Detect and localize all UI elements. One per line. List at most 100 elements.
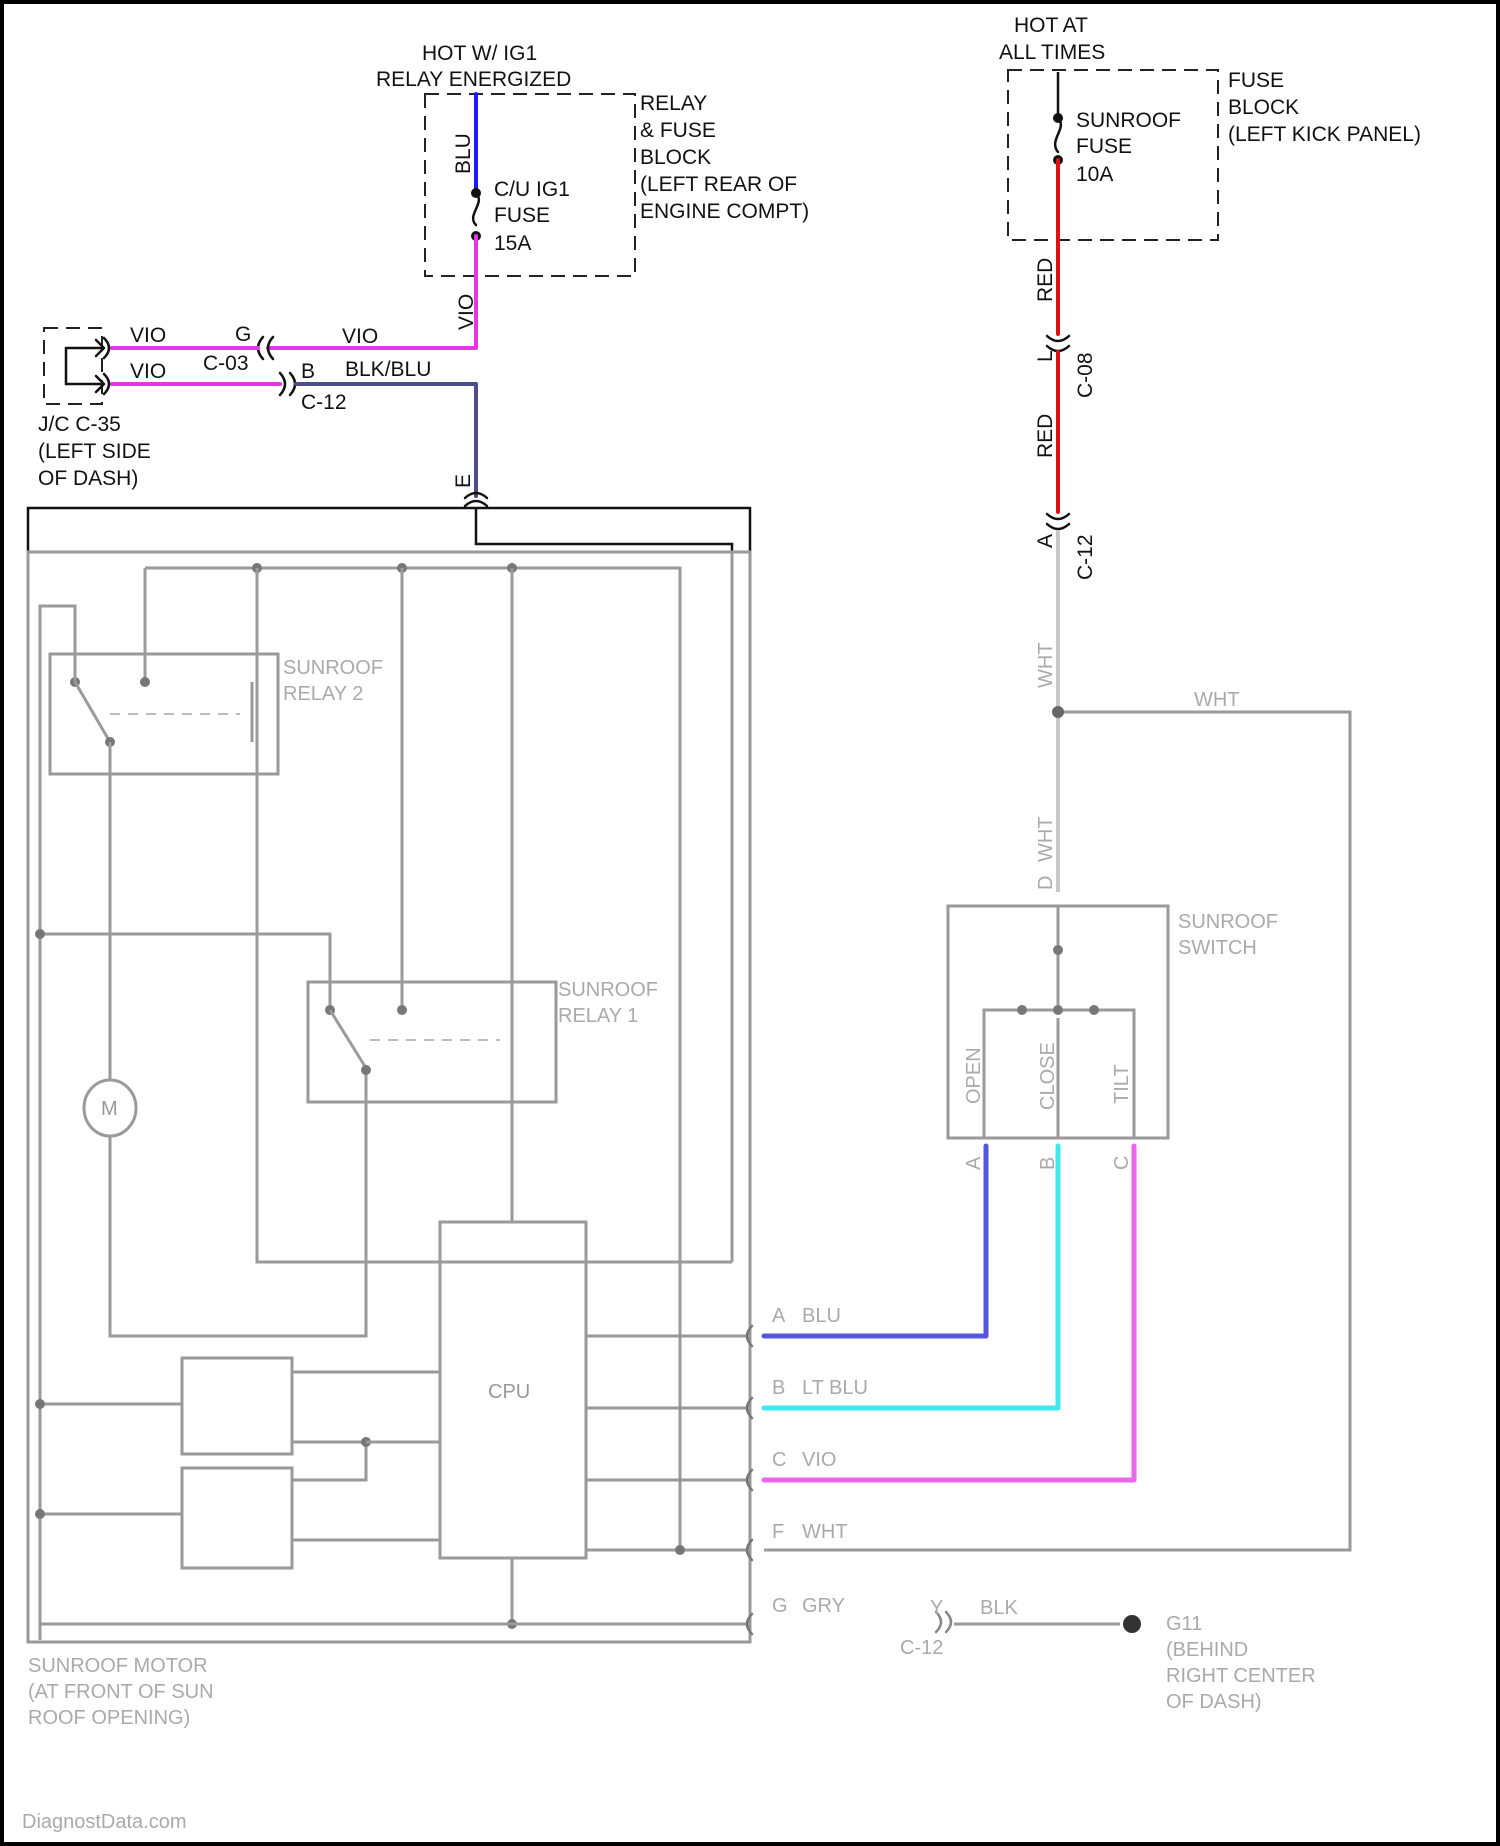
motor-label-1: SUNROOF MOTOR <box>28 1655 208 1677</box>
junction-connector-c35-box <box>44 328 102 404</box>
relay-1-nc-line <box>40 934 330 1008</box>
fuse-cu-ig1-label-3: 15A <box>494 232 531 255</box>
connector-c12-right-label: C-12 <box>1074 534 1097 580</box>
ground-desc-2: RIGHT CENTER <box>1166 1665 1316 1687</box>
cpu-label: CPU <box>488 1381 530 1403</box>
relay-fuse-block-label-4: (LEFT REAR OF <box>640 173 797 196</box>
fuse-block-label-2: BLOCK <box>1228 96 1299 119</box>
connector-c12-label: C-12 <box>301 391 347 414</box>
connector-c08-label: C-08 <box>1074 352 1097 398</box>
fuse-sunroof-symbol <box>1055 118 1061 152</box>
sensor-1-node <box>35 1399 45 1409</box>
motor-pin-g-wire: GRY <box>802 1595 845 1617</box>
motor-pin-b-wire: LT BLU <box>802 1377 868 1399</box>
relay-1-nc-node <box>35 929 45 939</box>
top-bus <box>145 568 680 1550</box>
switch-contact-tilt <box>1089 1005 1099 1015</box>
wire-blu-label: BLU <box>452 133 475 174</box>
fuse-cu-ig1-label-2: FUSE <box>494 204 550 227</box>
wire-blk-ground-label: BLK <box>980 1597 1018 1619</box>
switch-position-tilt: TILT <box>1111 1064 1133 1104</box>
wht-splice <box>1052 706 1064 718</box>
fuse-sunroof-label-1: SUNROOF <box>1076 109 1181 132</box>
switch-position-open: OPEN <box>963 1047 985 1104</box>
switch-node-top <box>1053 945 1063 955</box>
fuse-sunroof-label-3: 10A <box>1076 163 1113 186</box>
jc-label-1: J/C C-35 <box>38 413 121 436</box>
motor-pin-a-wire: BLU <box>802 1305 841 1327</box>
wire-lt-blu-switch <box>764 1146 1058 1408</box>
motor-label-2: (AT FRONT OF SUN <box>28 1681 214 1703</box>
cpu-out-f-node <box>675 1545 685 1555</box>
connector-c03-label: C-03 <box>203 352 249 375</box>
wire-vio-left-label: VIO <box>130 324 166 347</box>
ground-desc-3: OF DASH) <box>1166 1691 1262 1713</box>
hot-at-all-times-line2: ALL TIMES <box>999 41 1105 64</box>
connector-c12-pin-a <box>1047 514 1069 529</box>
switch-contact-close <box>1053 1005 1063 1015</box>
jc-label-2: (LEFT SIDE <box>38 440 151 463</box>
relay-1-switch-arm <box>330 1010 366 1068</box>
hot-ig1-line2: RELAY ENERGIZED <box>376 68 571 91</box>
fuse-block-label-1: FUSE <box>1228 69 1284 92</box>
motor-pin-c-label: C <box>772 1449 786 1471</box>
relay-2-nc-line <box>40 606 75 1640</box>
connector-c08 <box>1047 336 1069 351</box>
ground-id-label: G11 <box>1166 1613 1202 1635</box>
relay-2-switch-arm <box>75 682 110 742</box>
wire-blk-blu-label: BLK/BLU <box>345 358 431 381</box>
hot-at-all-times-line1: HOT AT <box>1014 14 1088 37</box>
relay-2-label-2: RELAY 2 <box>283 683 363 705</box>
pin-a-label: A <box>1034 534 1057 548</box>
relay-2-label-1: SUNROOF <box>283 657 383 679</box>
pin-g-label: G <box>235 323 251 346</box>
wire-vio-vertical-label: VIO <box>455 294 478 330</box>
switch-label-2: SWITCH <box>1178 937 1257 959</box>
sensor-block-1 <box>182 1358 292 1454</box>
sensor-link <box>292 1442 366 1480</box>
sunroof-relay-1-box <box>308 982 556 1102</box>
wire-wht-label-3: WHT <box>1035 816 1057 862</box>
wire-wht-label-2: WHT <box>1194 689 1240 711</box>
switch-contact-open <box>1017 1005 1027 1015</box>
wire-blu-switch <box>764 1146 986 1336</box>
motor-pin-b-label: B <box>772 1377 785 1399</box>
hot-ig1-line1: HOT W/ IG1 <box>422 42 537 65</box>
switch-position-close: CLOSE <box>1037 1042 1059 1110</box>
relay-1-label-2: RELAY 1 <box>558 1005 638 1027</box>
wire-wht-label-1: WHT <box>1035 642 1057 688</box>
motor-pin-f-label: F <box>772 1521 784 1543</box>
relay-1-common <box>361 1065 371 1075</box>
motor-label-3: ROOF OPENING) <box>28 1707 190 1729</box>
ground-symbol <box>1123 1615 1141 1633</box>
jc-label-3: OF DASH) <box>38 467 138 490</box>
ground-pin-y-label: Y <box>930 1597 943 1619</box>
pin-e-label: E <box>452 474 475 488</box>
switch-pin-b-label: B <box>1037 1157 1059 1170</box>
motor-pin-f-wire: WHT <box>802 1521 848 1543</box>
watermark: DiagnostData.com <box>22 1811 187 1833</box>
wire-vio-lower-label: VIO <box>130 360 166 383</box>
relay-2-contact-no <box>140 677 150 687</box>
wire-red-lower-label: RED <box>1034 414 1057 458</box>
pin-b-label: B <box>301 360 315 383</box>
relay-fuse-block-label-2: & FUSE <box>640 119 716 142</box>
sensor-block-2 <box>182 1468 292 1568</box>
fuse-cu-ig1-label-1: C/U IG1 <box>494 178 570 201</box>
motor-return-line <box>110 1068 366 1336</box>
pin-l-label: L <box>1034 350 1057 362</box>
switch-label-1: SUNROOF <box>1178 911 1278 933</box>
motor-pin-a-label: A <box>772 1305 786 1327</box>
wire-red-upper-label: RED <box>1034 258 1057 302</box>
sensor-2-node <box>35 1509 45 1519</box>
fuse-sunroof-label-2: FUSE <box>1076 135 1132 158</box>
relay-1-contact-no <box>397 1005 407 1015</box>
ground-connector-label: C-12 <box>900 1637 943 1659</box>
motor-housing-top <box>28 508 750 552</box>
relay-fuse-block-label-3: BLOCK <box>640 146 711 169</box>
motor-pin-g-label: G <box>772 1595 788 1617</box>
ground-desc-1: (BEHIND <box>1166 1639 1248 1661</box>
switch-pin-a-label: A <box>963 1156 985 1170</box>
